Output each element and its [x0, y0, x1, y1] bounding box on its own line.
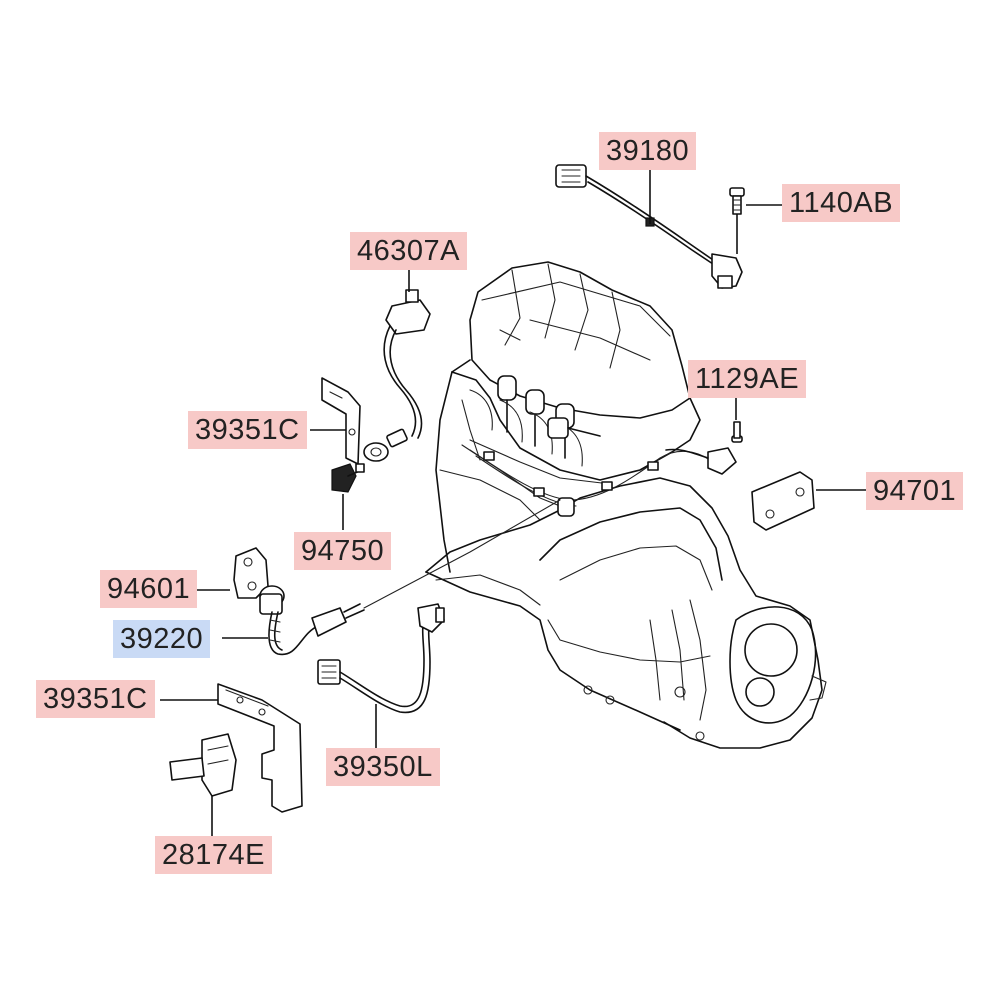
part-28174e-clamp — [169, 733, 237, 797]
part-39180-sensor-harness — [555, 164, 743, 289]
part-46307a-sensor — [363, 289, 431, 462]
part-39350l-sensor — [317, 603, 445, 714]
label-94601[interactable]: 94601 — [100, 570, 198, 608]
label-39220[interactable]: 39220 — [113, 620, 211, 658]
part-39220-oxygen-sensor — [268, 499, 561, 656]
part-1140ab-bolt — [729, 187, 745, 254]
part-1129ae-screw — [665, 421, 743, 475]
label-46307a[interactable]: 46307A — [350, 232, 467, 270]
part-94701-plate — [751, 471, 815, 531]
label-39351c-bottom[interactable]: 39351C — [36, 680, 155, 718]
label-94701[interactable]: 94701 — [866, 472, 964, 510]
label-1129ae[interactable]: 1129AE — [688, 360, 807, 398]
label-39180[interactable]: 39180 — [599, 132, 697, 170]
part-39351c-bracket-top — [321, 377, 361, 465]
part-94750-switch — [331, 463, 365, 493]
label-39351c-top[interactable]: 39351C — [188, 411, 307, 449]
label-1140ab[interactable]: 1140AB — [782, 184, 901, 222]
part-39351c-bracket-bottom — [217, 683, 303, 813]
engine-assembly — [425, 261, 827, 749]
label-28174e[interactable]: 28174E — [155, 836, 272, 874]
part-94601-sensor-bracket — [233, 547, 285, 615]
label-94750[interactable]: 94750 — [294, 532, 392, 570]
label-39350l[interactable]: 39350L — [326, 748, 440, 786]
